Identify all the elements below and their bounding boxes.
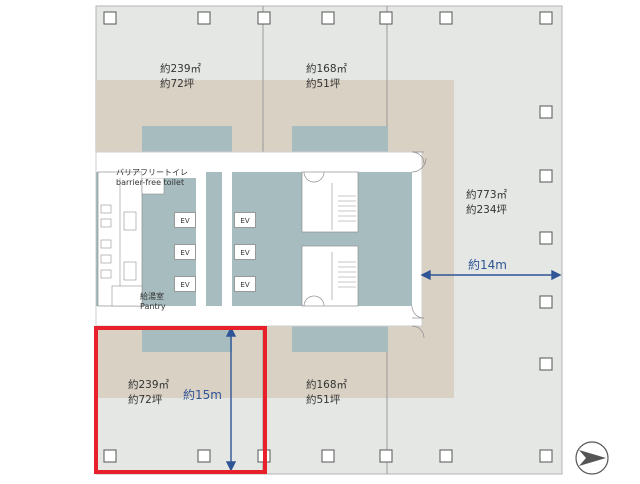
core-ext-nw xyxy=(142,126,232,152)
core-ext-ne xyxy=(292,126,388,152)
core-ext-se xyxy=(292,326,388,352)
toilet-label-en: barrier-free toilet xyxy=(116,178,185,187)
zone-e-label: 約773㎡ 約234坪 xyxy=(466,188,507,218)
elevator-1: EV xyxy=(174,212,196,228)
toilet-fixture xyxy=(100,269,112,279)
toilet-fixture xyxy=(123,211,137,231)
elevator-5: EV xyxy=(234,244,256,260)
zone-sw-label: 約239㎡ 約72坪 xyxy=(128,378,169,408)
elevator-4: EV xyxy=(234,212,256,228)
zone-e-area-sqm: 約773㎡ xyxy=(466,189,508,201)
zone-n-area-tsubo: 約51坪 xyxy=(306,78,341,90)
zone-sw-area-tsubo: 約72坪 xyxy=(128,394,163,406)
north-arrow-icon xyxy=(575,441,609,475)
stair-treads xyxy=(331,183,356,300)
pantry-label-jp: 給湯室 xyxy=(140,292,164,301)
highlight-frame xyxy=(94,326,267,474)
zone-n-area-sqm: 約168㎡ xyxy=(306,63,348,75)
toilet-fixture xyxy=(100,239,112,249)
zone-s-area-sqm: 約168㎡ xyxy=(306,379,348,391)
toilet-fixture xyxy=(100,204,112,214)
toilet-fixture xyxy=(100,218,112,228)
zone-e-area-tsubo: 約234坪 xyxy=(466,204,508,216)
toilet-label: バリアフリートイレ barrier-free toilet xyxy=(116,168,188,188)
toilet-fixture xyxy=(123,261,137,281)
zone-n-label: 約168㎡ 約51坪 xyxy=(306,62,347,92)
toilet-label-jp: バリアフリートイレ xyxy=(116,168,188,177)
zone-nw-area-tsubo: 約72坪 xyxy=(160,78,195,90)
toilet-fixture xyxy=(100,254,112,264)
elevator-2: EV xyxy=(174,244,196,260)
zone-sw-area-sqm: 約239㎡ xyxy=(128,379,170,391)
pantry-label-en: Pantry xyxy=(140,302,166,311)
dimension-east-label: 約14m xyxy=(468,258,507,272)
zone-s-area-tsubo: 約51坪 xyxy=(306,394,341,406)
pantry-room xyxy=(111,285,143,307)
core-ext-sw xyxy=(142,326,232,352)
elevator-6: EV xyxy=(234,276,256,292)
ev-hall-left xyxy=(196,172,206,306)
dimension-south-label: 約15m xyxy=(183,388,222,402)
door-swings xyxy=(303,151,427,339)
zone-nw-area-sqm: 約239㎡ xyxy=(160,63,202,75)
dimension-east-arrow xyxy=(420,269,562,281)
pantry-label: 給湯室 Pantry xyxy=(140,292,166,312)
zone-nw-label: 約239㎡ 約72坪 xyxy=(160,62,201,92)
ev-hall-right xyxy=(222,172,232,306)
ev-hall-strip xyxy=(142,172,196,178)
zone-s-label: 約168㎡ 約51坪 xyxy=(306,378,347,408)
dimension-south-arrow xyxy=(225,326,237,472)
elevator-3: EV xyxy=(174,276,196,292)
